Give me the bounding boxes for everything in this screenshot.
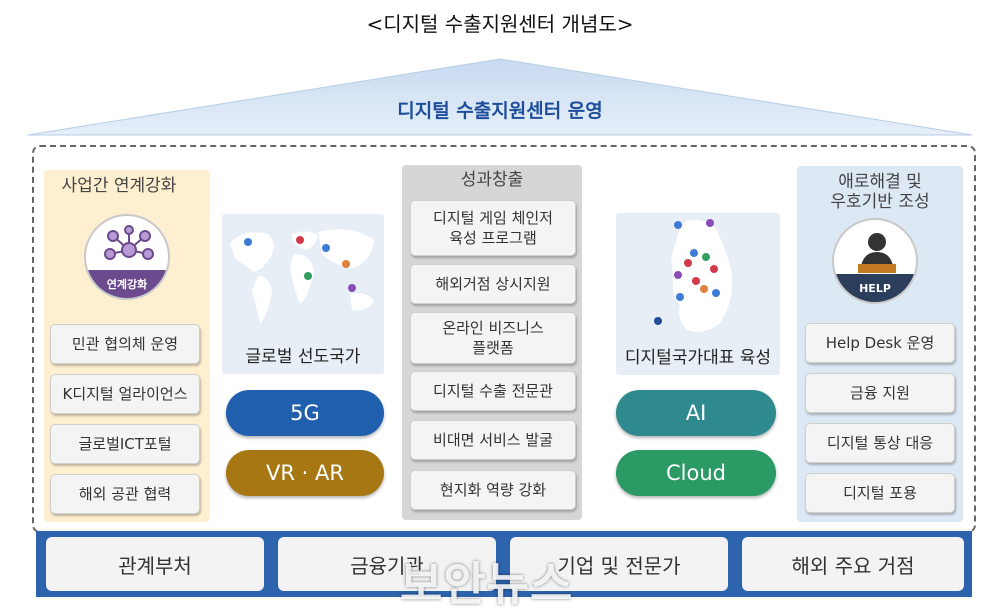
tech-ai: AI: [616, 390, 776, 436]
column-support-header-line: 우호기반 조성: [830, 192, 930, 213]
stakeholder-item: 관계부처: [46, 537, 264, 591]
col3-item: 온라인 비즈니스 플랫폼: [410, 312, 576, 364]
col1-item: K디지털 얼라이언스: [50, 374, 200, 414]
map-pin-icon: [244, 236, 356, 292]
col5-item: 디지털 포용: [805, 473, 955, 513]
col5-item: Help Desk 운영: [805, 323, 955, 363]
tech-5g: 5G: [226, 390, 384, 436]
column-support-header: 애로해결 및 우호기반 조성: [797, 172, 963, 213]
column-collaboration-header: 사업간 연계강화: [61, 176, 177, 196]
collaboration-badge-label: 연계강화: [86, 270, 168, 298]
column-performance-header: 성과창출: [460, 170, 524, 190]
korea-map-label: 디지털국가대표 육성: [624, 348, 772, 368]
col1-item: 해외 공관 협력: [50, 474, 200, 514]
col3-item-line: 플랫폼: [472, 339, 514, 357]
korea-map: [654, 219, 733, 332]
helpdesk-person-icon: [858, 233, 896, 273]
network-icon: [104, 225, 154, 260]
col3-item: 현지화 역량 강화: [410, 470, 576, 510]
col1-item: 민관 협의체 운영: [50, 324, 200, 364]
world-map-label: 글로벌 선도국가: [245, 347, 361, 367]
map-pin-icon: [654, 219, 720, 325]
stakeholder-item: 금융기관: [278, 537, 496, 591]
diagram-title: <디지털 수출지원센터 개념도>: [366, 12, 634, 36]
watermark: 보안뉴스: [400, 557, 574, 611]
col3-item-line: 육성 프로그램: [449, 229, 537, 247]
col5-item: 금융 지원: [805, 373, 955, 413]
col3-item-line: 온라인 비즈니스: [442, 318, 544, 337]
tech-vr-ar: VR · AR: [226, 450, 384, 496]
world-map-panel: 글로벌 선도국가: [222, 214, 384, 374]
col1-item: 글로벌ICT포털: [50, 424, 200, 464]
roof-shape: [27, 58, 973, 136]
col3-item: 디지털 수출 전문관: [410, 371, 576, 411]
tech-cloud: Cloud: [616, 450, 776, 496]
world-map: [230, 229, 374, 324]
help-badge: HELP: [832, 218, 918, 304]
collaboration-badge: 연계강화: [84, 214, 170, 300]
col5-item: 디지털 통상 대응: [805, 423, 955, 463]
roof-label: 디지털 수출지원센터 운영: [397, 100, 603, 122]
col3-item: 비대면 서비스 발굴: [410, 420, 576, 460]
stakeholder-item: 기업 및 전문가: [510, 537, 728, 591]
korea-map-panel: 디지털국가대표 육성: [616, 213, 780, 375]
col3-item-line: 디지털 게임 체인저: [433, 208, 553, 227]
col3-item: 디지털 게임 체인저 육성 프로그램: [410, 200, 576, 256]
stakeholder-item: 해외 주요 거점: [742, 537, 964, 591]
col3-item: 해외거점 상시지원: [410, 264, 576, 304]
help-badge-label: HELP: [834, 274, 916, 302]
column-support-header-line: 애로해결 및: [838, 172, 922, 192]
